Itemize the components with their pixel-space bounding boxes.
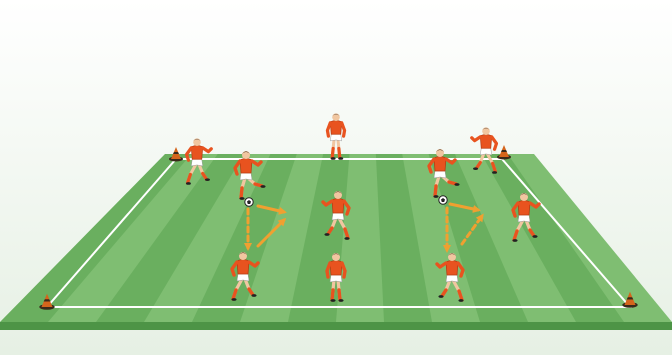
field-front-edge	[0, 322, 672, 330]
soccer-ball-icon	[439, 196, 447, 204]
soccer-ball-icon	[245, 198, 253, 206]
